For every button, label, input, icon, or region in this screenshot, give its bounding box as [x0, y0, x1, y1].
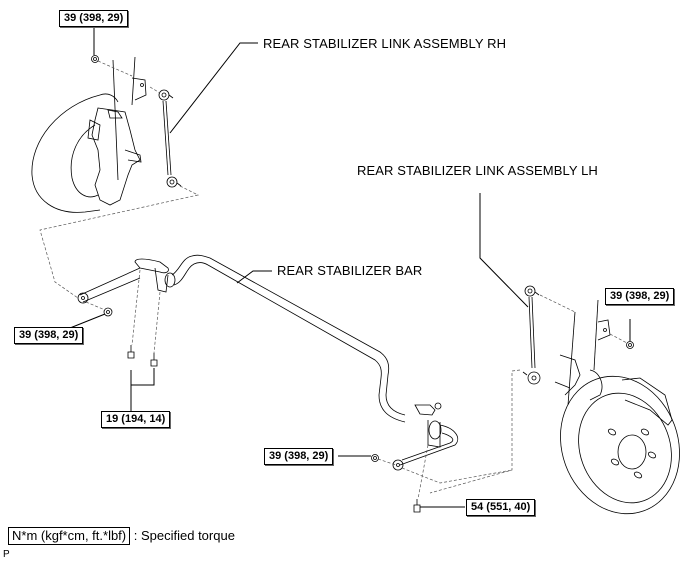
legend-description: : Specified torque — [133, 528, 235, 543]
lh-strut[interactable] — [554, 299, 634, 406]
top-left-nut[interactable] — [91, 55, 99, 63]
torque-spec-bottom-bolt: 54 (551, 40) — [466, 499, 536, 516]
left-link-nut[interactable] — [103, 307, 113, 317]
figure-code: P — [3, 549, 10, 560]
legend-unit-box: N*m (kgf*cm, ft.*lbf) — [8, 527, 131, 545]
bracket-bolt-1[interactable] — [127, 345, 135, 359]
label-stabilizer-bar: REAR STABILIZER BAR — [277, 263, 423, 278]
right-link-nut[interactable] — [371, 454, 379, 462]
label-link-assembly-rh: REAR STABILIZER LINK ASSEMBLY RH — [263, 36, 507, 51]
lh-stabilizer-link[interactable] — [522, 285, 541, 385]
torque-spec-right-link-nut: 39 (398, 29) — [264, 448, 334, 465]
assembly-guide-lines — [39, 60, 628, 500]
rh-stabilizer-link[interactable] — [158, 89, 182, 188]
bottom-bolt[interactable] — [413, 499, 421, 513]
rh-strut — [87, 56, 147, 206]
lh-brake-disc[interactable] — [542, 359, 691, 530]
rh-brake-disc — [31, 93, 119, 213]
label-link-assembly-lh: REAR STABILIZER LINK ASSEMBLY LH — [357, 163, 598, 178]
torque-spec-top-left-nut: 39 (398, 29) — [59, 10, 129, 27]
bracket-bolt-2[interactable] — [150, 353, 158, 367]
torque-legend: N*m (kgf*cm, ft.*lbf) : Specified torque — [8, 527, 235, 545]
torque-spec-bracket-bolts: 19 (194, 14) — [101, 411, 171, 428]
torque-spec-right-strut-nut: 39 (398, 29) — [605, 288, 675, 305]
rear-stabilizer-bar[interactable] — [77, 254, 459, 471]
torque-spec-left-link-nut: 39 (398, 29) — [14, 327, 84, 344]
